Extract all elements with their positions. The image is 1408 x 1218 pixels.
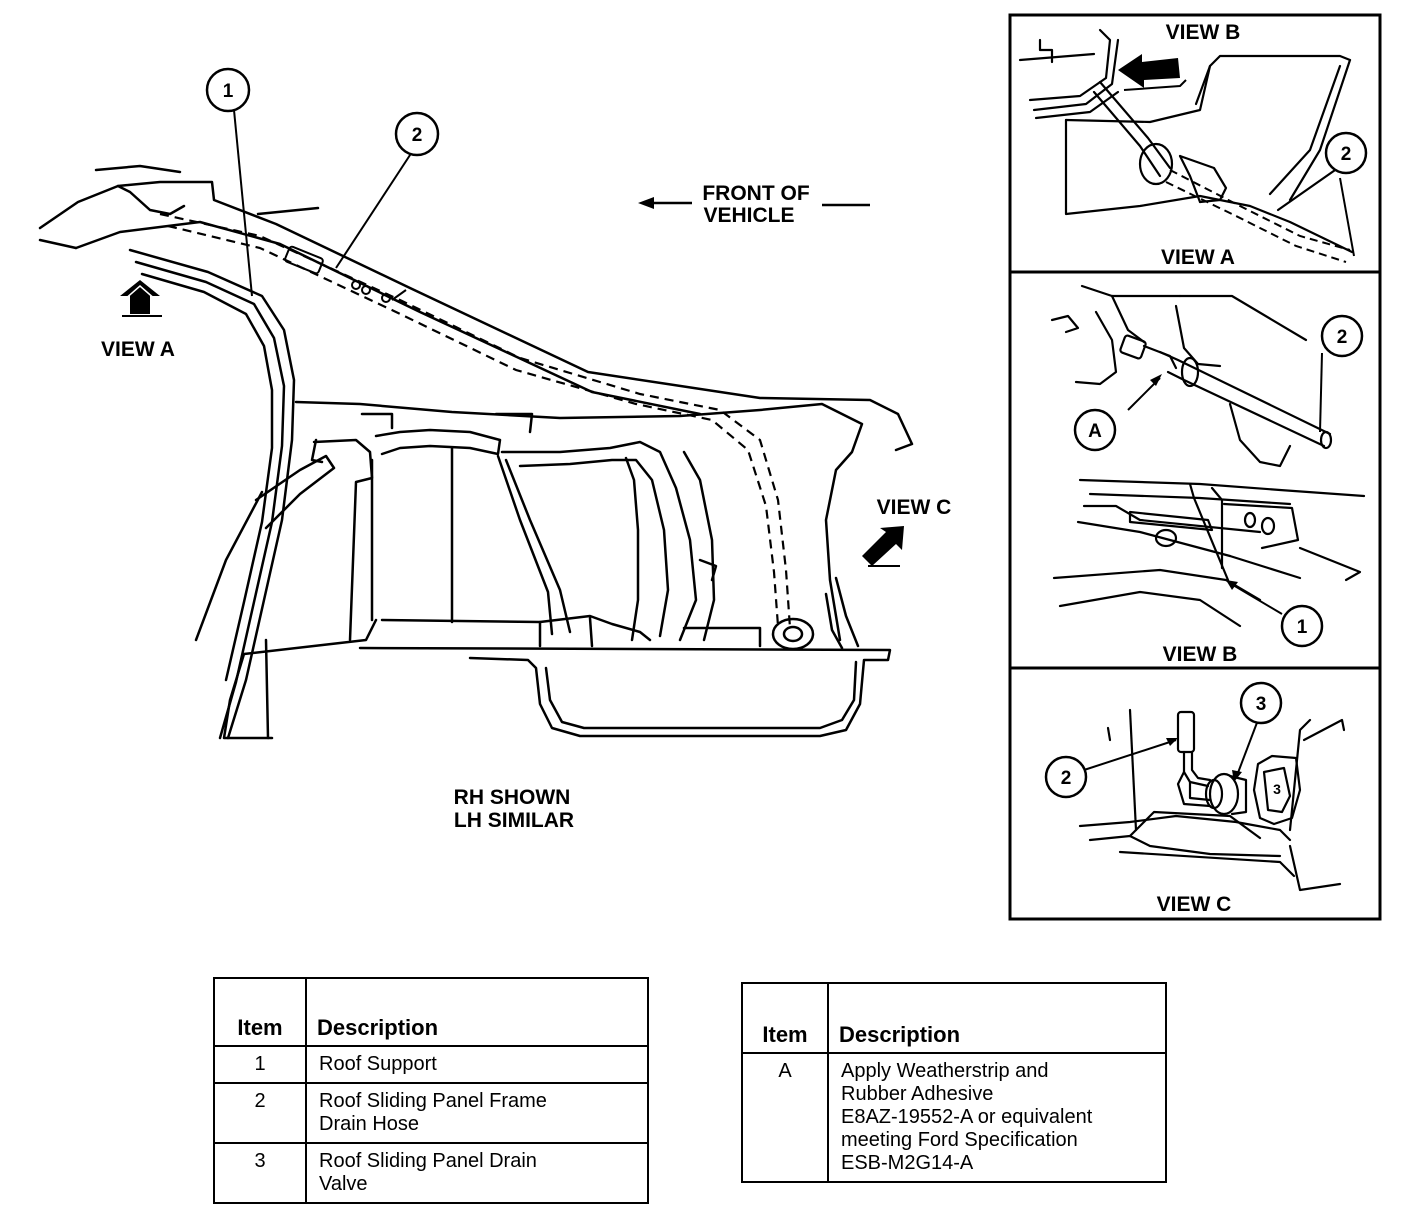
view-a-arrow: [120, 280, 162, 317]
callout-1-leader: [233, 109, 253, 297]
legend-item-description: Roof Support: [305, 1045, 649, 1084]
legend-item-number: 3: [213, 1142, 307, 1204]
inset-c-callout-2-circle: [1044, 755, 1088, 799]
callout-1-circle: [205, 67, 251, 113]
main-view: [38, 164, 914, 740]
inset-c-valve: [1208, 772, 1240, 816]
legend-items-table: Item Description 1 Roof Support 2 Roof S…: [213, 977, 649, 1204]
inset-a-callout-2-circle: [1324, 131, 1368, 175]
inset-c-grommet-number: 3: [1273, 781, 1281, 797]
drain-hose-main: [159, 212, 792, 629]
inset-b-callout-2-circle: [1320, 314, 1364, 358]
legend-items-header-item: Item: [213, 977, 307, 1047]
inset-a-title-top: VIEW B: [1166, 21, 1241, 44]
inset-b-callout-a-circle: [1073, 408, 1117, 452]
inset-a-view-b-arrow: [1118, 54, 1187, 91]
legend-note-letter: A: [741, 1052, 829, 1183]
legend-notes-table: Item Description A Apply Weatherstrip an…: [741, 982, 1167, 1183]
callout-2-circle: [394, 111, 440, 157]
inset-a-dashed-hose: [1165, 169, 1351, 263]
drain-valve-grommet: [771, 617, 815, 651]
inset-view-a: [1018, 28, 1354, 254]
legend-note-description: Apply Weatherstrip and Rubber Adhesive E…: [827, 1052, 1167, 1183]
callout-2-number: 2: [412, 125, 423, 146]
table-row: 1 Roof Support: [213, 1045, 649, 1084]
inset-frame: [1008, 13, 1382, 921]
front-arrow: [638, 197, 870, 209]
note-lh-similar: LH SIMILAR: [454, 809, 574, 832]
inset-view-c: [1078, 708, 1346, 892]
view-c-arrow: [862, 526, 904, 567]
front-of-vehicle-label-2: VEHICLE: [703, 204, 794, 227]
inset-b-callout-1-number: 1: [1297, 617, 1308, 638]
legend-item-number: 2: [213, 1082, 307, 1144]
inset-c-callout-2-number: 2: [1061, 768, 1072, 789]
inset-b-callout-1-circle: [1280, 604, 1324, 648]
view-a-label: VIEW A: [101, 338, 175, 361]
table-row: A Apply Weatherstrip and Rubber Adhesive…: [741, 1052, 1167, 1183]
legend-notes-header: Item Description: [741, 982, 1167, 1054]
view-c-label: VIEW C: [877, 496, 952, 519]
legend-items-header-description: Description: [305, 977, 649, 1047]
legend-notes-header-item: Item: [741, 982, 829, 1054]
callout-1-number: 1: [223, 81, 234, 102]
inset-b-title-bottom: VIEW B: [1163, 643, 1238, 666]
inset-c-callout-3-number: 3: [1256, 694, 1267, 715]
note-rh-shown: RH SHOWN: [454, 786, 571, 809]
legend-item-number: 1: [213, 1045, 307, 1084]
front-of-vehicle-label: FRONT OF: [702, 182, 809, 205]
inset-a-title-bottom: VIEW A: [1161, 246, 1235, 269]
inset-b-callout-a-letter: A: [1088, 421, 1102, 442]
inset-view-b: [1050, 284, 1366, 628]
roof-support-pillar: [128, 248, 296, 740]
inset-b-callout-2-number: 2: [1337, 327, 1348, 348]
callout-2-leader: [335, 151, 413, 269]
legend-notes-header-description: Description: [827, 982, 1167, 1054]
legend-items-header: Item Description: [213, 977, 649, 1047]
inset-a-callout-2-number: 2: [1341, 144, 1352, 165]
inset-c-callout-3-circle: [1239, 681, 1283, 725]
spare-tire-well: [358, 646, 892, 738]
inset-c-title-bottom: VIEW C: [1157, 893, 1232, 916]
